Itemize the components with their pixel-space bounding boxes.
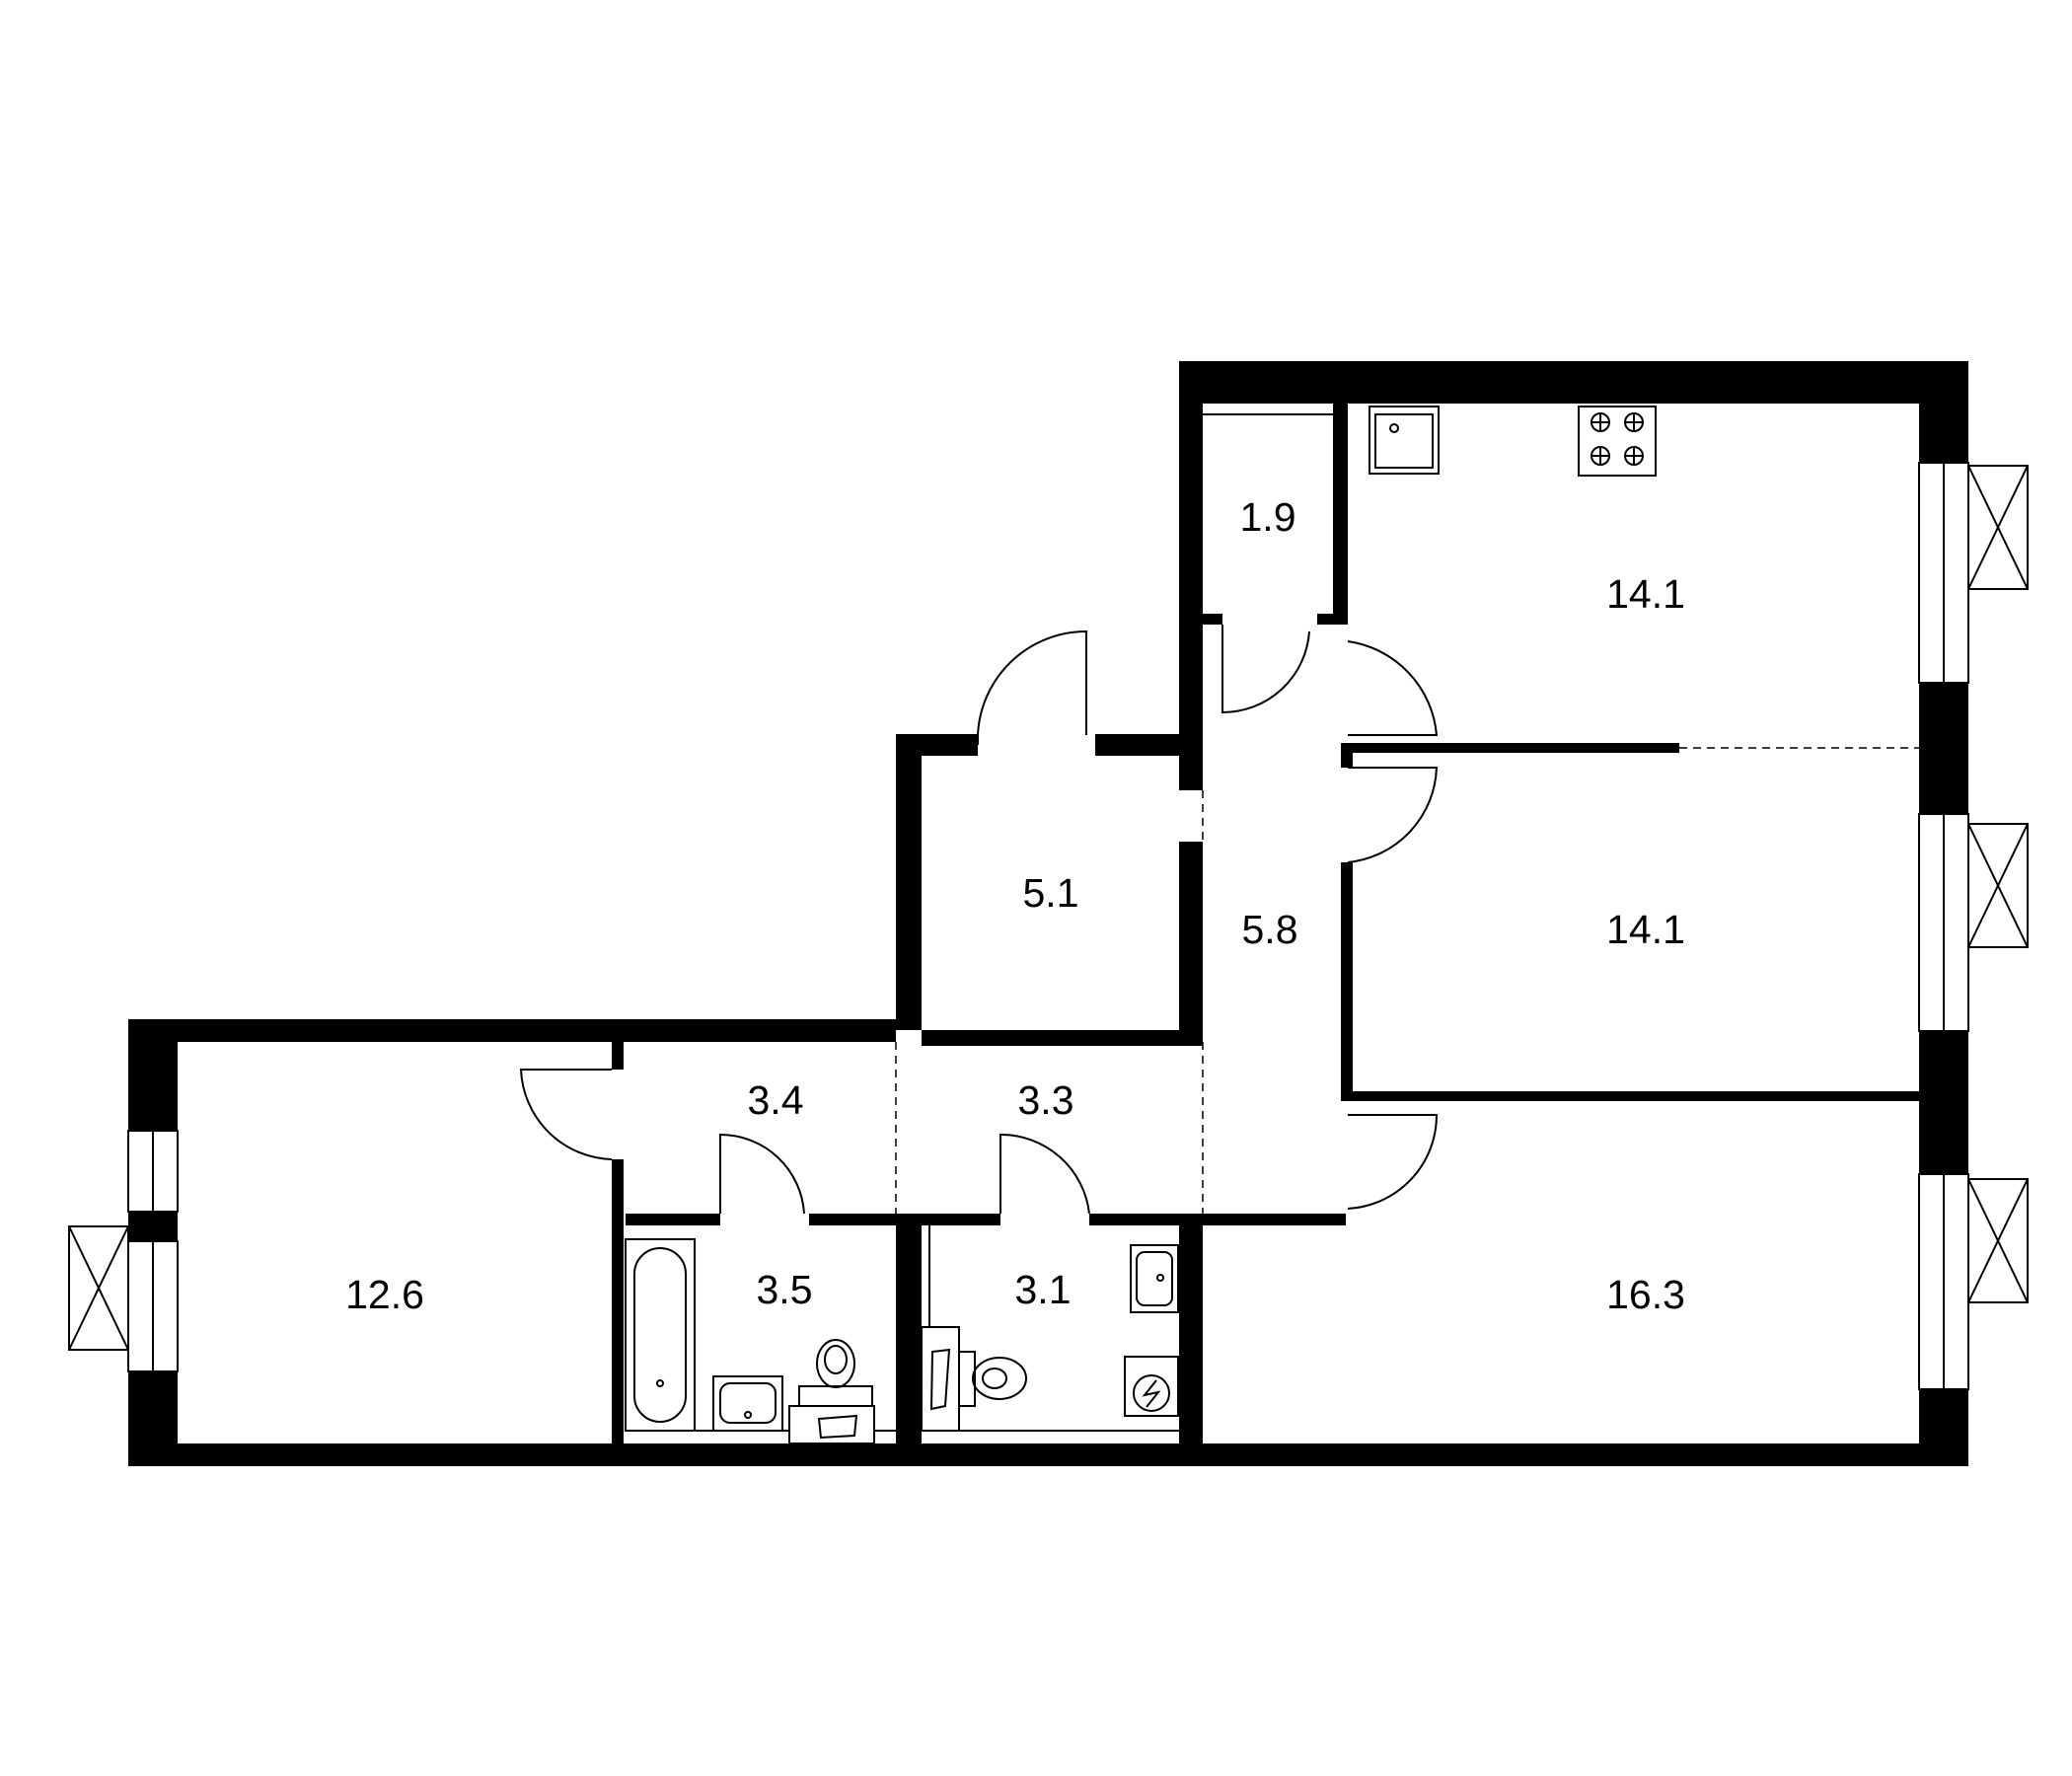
bedroom-left-door xyxy=(519,1069,613,1160)
area-label-wc: 3.1 xyxy=(1015,1267,1072,1312)
wc-sink-icon xyxy=(1130,1244,1179,1313)
stove-icon xyxy=(1578,406,1657,477)
washing-machine-icon xyxy=(1124,1356,1179,1417)
entrance-door xyxy=(977,629,1087,745)
area-label-kitchen: 14.1 xyxy=(1606,571,1685,617)
area-labels: 1.9 14.1 14.1 5.1 5.8 3.4 3.3 12.6 3.5 3… xyxy=(345,494,1685,1317)
area-label-hall-main: 5.8 xyxy=(1242,907,1298,952)
area-label-bedroom-left: 12.6 xyxy=(345,1272,424,1317)
wc-door xyxy=(999,1133,1090,1215)
area-label-corridor-left: 3.4 xyxy=(748,1077,804,1123)
kitchen-sink-icon xyxy=(1369,406,1440,475)
bathroom-cabinet-icon xyxy=(788,1405,875,1444)
wc-toilet-icon xyxy=(958,1351,1027,1407)
area-label-storage: 1.9 xyxy=(1240,494,1296,540)
area-label-living-room: 16.3 xyxy=(1606,1272,1685,1317)
bedroom-middle-door xyxy=(1347,767,1439,863)
area-label-corridor-right: 3.3 xyxy=(1018,1077,1074,1123)
area-label-bedroom-middle: 14.1 xyxy=(1606,907,1685,952)
bathtub-icon xyxy=(625,1238,696,1432)
living-room-door xyxy=(1347,1114,1439,1210)
bathroom-sink-icon xyxy=(712,1375,783,1432)
area-label-closet: 5.1 xyxy=(1023,870,1079,916)
area-label-bathroom: 3.5 xyxy=(757,1267,813,1312)
wc-cabinet-icon xyxy=(921,1326,960,1432)
kitchen-door xyxy=(1347,640,1439,736)
windows xyxy=(68,462,2029,1390)
bathroom-toilet-icon xyxy=(798,1339,873,1407)
fixtures xyxy=(625,406,1657,1444)
storage-door xyxy=(1221,625,1310,714)
doors xyxy=(519,625,1439,1215)
bathroom-door xyxy=(719,1133,805,1215)
walls xyxy=(128,361,1968,1466)
